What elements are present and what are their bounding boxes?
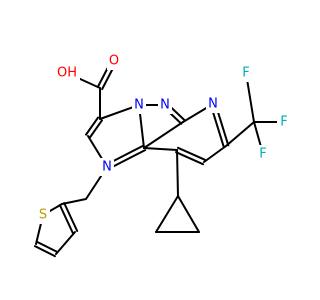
atom-label-bridgehead-nitrogen: N [134, 98, 144, 113]
bond-line-5 [88, 119, 103, 139]
bond-line-33 [63, 201, 79, 232]
atom-label-hydroxyl: OH [57, 66, 77, 81]
atom-labels: OH O N N N N S F F F [36, 52, 291, 224]
bond-line-36 [155, 195, 179, 233]
bond-line-31 [36, 240, 59, 253]
bond-line-34 [58, 204, 74, 235]
bond-line-18 [203, 145, 227, 163]
bond-line-32 [55, 231, 76, 255]
bond-line-22 [225, 121, 255, 147]
atom-label-pyrimidine-nitrogen: N [102, 160, 112, 175]
molecule-structure: OH O N N N N S F F F [33, 52, 291, 258]
bond-line-37 [177, 195, 200, 233]
bond-line-19 [176, 146, 206, 161]
atom-label-thiophene-sulfur: S [39, 208, 47, 223]
atom-label-pyrazole-nitrogen: N [160, 98, 170, 113]
bond-line-14 [143, 121, 184, 149]
atom-label-fluorine-top: F [242, 66, 249, 81]
bond-line-30 [33, 245, 56, 258]
bond-line-35 [176, 149, 179, 197]
atom-label-carbonyl-oxygen: O [109, 54, 119, 69]
bond-line-4 [85, 116, 100, 136]
bond-line-20 [175, 151, 205, 166]
atom-label-fluorine-bottom: F [259, 147, 266, 162]
atom-label-pyridine-nitrogen: N [208, 97, 218, 112]
bond-line-21 [143, 147, 178, 151]
bond-layer [33, 58, 285, 258]
atom-label-fluorine-right: F [280, 115, 287, 130]
bond-line-27 [61, 198, 87, 205]
bond-line-7 [107, 149, 147, 171]
